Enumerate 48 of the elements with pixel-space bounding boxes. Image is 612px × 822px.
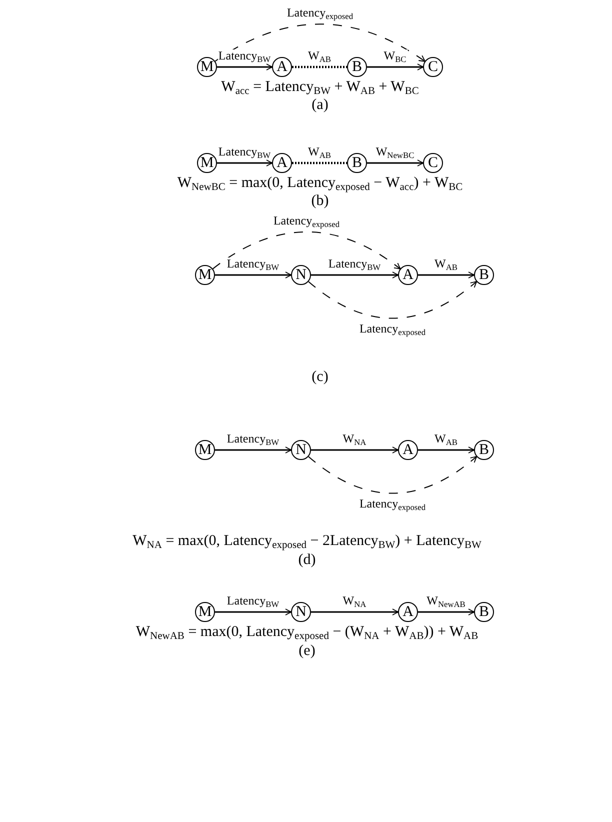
formula-text: W$_{NewAB}$ = max(0, Latency$_{exposed}$ − (W$_{NA}$ + W$_{AB}$)) + W$_{AB}$ [136, 623, 478, 641]
edge-label: W$_{NewBC}$ [374, 146, 416, 158]
state-circle: A [398, 602, 418, 622]
edge-label: Latency$_{exposed}$ [358, 322, 427, 336]
formula-text: (e) [298, 642, 316, 660]
edge-label: W$_{AB}$ [434, 432, 458, 446]
formula-text: (a) [312, 96, 328, 114]
edge-label: W$_{AB}$ [307, 146, 332, 158]
edge-label: Latency$_{exposed}$ [286, 6, 354, 20]
state-circle: M [195, 265, 215, 285]
formula-text: (d) [298, 551, 316, 569]
edge-label: W$_{AB}$ [434, 258, 458, 270]
state-circle: M [197, 57, 217, 77]
state-circle: B [474, 440, 494, 460]
state-circle: M [195, 440, 215, 460]
state-circle: B [347, 57, 367, 77]
state-circle: A [398, 440, 418, 460]
edge-label: Latency$_{BW}$ [327, 258, 382, 270]
state-circle: N [291, 602, 311, 622]
formula-text: W$_{acc}$ = Latency$_{BW}$ + W$_{AB}$ + W$_{BC}$ [221, 78, 419, 96]
edge-label: W$_{BC}$ [382, 50, 408, 62]
state-circle: B [474, 602, 494, 622]
edge-label: W$_{NewAB}$ [426, 594, 466, 608]
state-circle: C [423, 153, 443, 173]
edge-label: Latency$_{BW}$ [217, 146, 272, 158]
edge-label: Latency$_{exposed}$ [358, 498, 427, 510]
state-circle: M [197, 153, 217, 173]
edge-label: W$_{NA}$ [342, 432, 368, 446]
state-circle: B [474, 265, 494, 285]
formula-text: W$_{NewBC}$ = max(0, Latency$_{exposed}$ − W$_{acc}$) + W$_{BC}$ [177, 174, 463, 192]
state-circle: A [272, 57, 292, 77]
state-circle: B [347, 153, 367, 173]
state-circle: N [291, 265, 311, 285]
edge-label: Latency$_{BW}$ [226, 594, 280, 608]
state-circle: A [398, 265, 418, 285]
edge-label: W$_{AB}$ [307, 50, 332, 62]
edge-label: Latency$_{BW}$ [226, 432, 280, 446]
formula-text: (b) [311, 192, 329, 210]
state-circle: N [291, 440, 311, 460]
formula-text: W$_{NA}$ = max(0, Latency$_{exposed}$ − 2Latency$_{BW}$) + Latency$_{BW}$ [132, 532, 482, 550]
state-circle: A [272, 153, 292, 173]
state-circle: C [423, 57, 443, 77]
edge-label: Latency$_{exposed}$ [272, 214, 341, 228]
edge-label: Latency$_{BW}$ [226, 258, 280, 270]
state-circle: M [195, 602, 215, 622]
edge-label: Latency$_{BW}$ [217, 50, 272, 62]
edge-label: W$_{NA}$ [342, 594, 368, 608]
formula-text: (c) [312, 368, 328, 386]
